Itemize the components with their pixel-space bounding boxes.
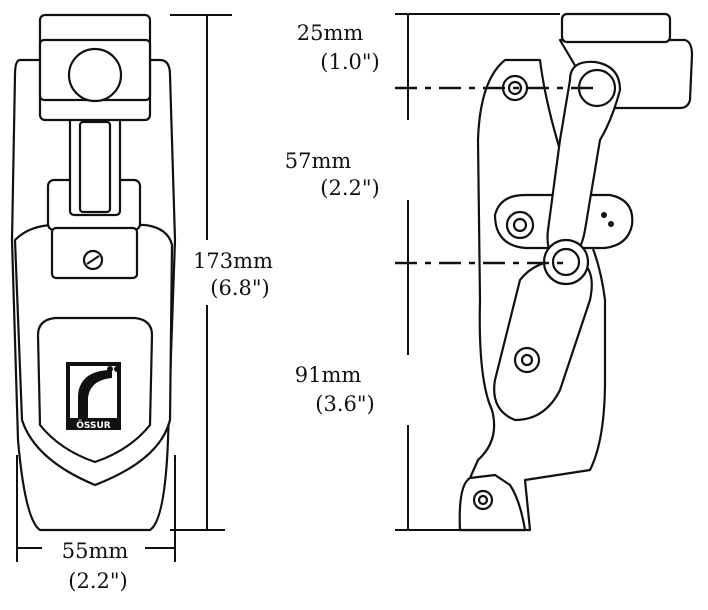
width-metric-label: 55mm — [62, 539, 129, 563]
dim-91mm-metric: 91mm — [295, 363, 362, 387]
height-metric-label: 173mm — [193, 249, 273, 273]
width-imperial-label: (2.2") — [68, 569, 127, 593]
dim-57mm-imperial: (2.2") — [320, 176, 379, 200]
dim-25mm-imperial: (1.0") — [320, 50, 379, 74]
front-view-knee: ÖSSUR — [10, 13, 177, 532]
front-height-dimension: 173mm (6.8") — [170, 14, 273, 531]
height-imperial-label: (6.8") — [210, 276, 269, 300]
svg-text:ÖSSUR: ÖSSUR — [76, 420, 111, 431]
side-view-knee — [458, 12, 694, 532]
dim-91mm-imperial: (3.6") — [315, 392, 374, 416]
ossur-logo: ÖSSUR — [66, 362, 121, 431]
side-dimensions: 25mm (1.0") 57mm (2.2") 91mm (3.6") — [285, 13, 595, 531]
dim-57mm-metric: 57mm — [285, 149, 352, 173]
front-pyramid-knob — [67, 47, 123, 103]
front-width-dimension: 55mm (2.2") — [16, 455, 176, 593]
dim-25mm-metric: 25mm — [297, 21, 364, 45]
side-pyramid-cap — [560, 12, 672, 44]
